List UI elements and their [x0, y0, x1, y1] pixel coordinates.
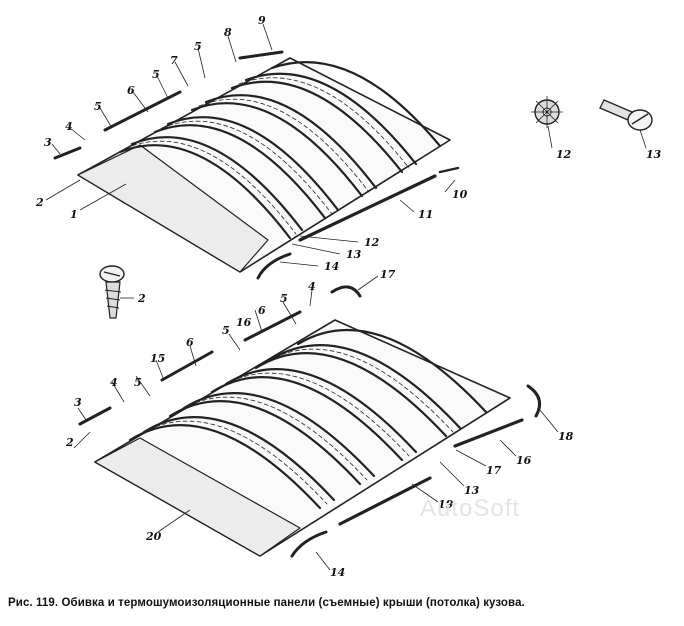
callout-11: 11	[418, 208, 433, 221]
callout-5: 5	[222, 324, 230, 337]
fastener-screw-13	[599, 99, 653, 131]
callout-6: 6	[127, 84, 135, 97]
callout-15: 15	[150, 352, 165, 365]
callout-18: 18	[558, 430, 574, 443]
callout-1: 1	[70, 208, 78, 221]
callout-4: 4	[110, 376, 118, 389]
callout-2: 2	[35, 196, 44, 209]
fastener-screw-2	[99, 265, 125, 319]
callout-4: 4	[65, 120, 73, 133]
callout-5: 5	[152, 68, 160, 81]
callout-5: 5	[94, 100, 102, 113]
callout-10: 10	[452, 188, 468, 201]
callout-5: 5	[280, 292, 288, 305]
callout-6: 6	[258, 304, 266, 317]
bottom-roof-panel-assembly	[78, 285, 542, 558]
callout-17: 17	[380, 268, 396, 281]
callout-13: 13	[346, 248, 362, 261]
callout-4: 4	[308, 280, 316, 293]
top-roof-panel-assembly	[53, 50, 460, 280]
callout-16: 16	[236, 316, 252, 329]
fastener-nut-12	[531, 96, 563, 128]
leader-lines	[45, 23, 647, 571]
callout-17: 17	[486, 464, 502, 477]
callout-labels: 9 8 5 7 5 6 5 4 3 2 1 10 11 12 13 14 12 …	[35, 14, 662, 579]
callout-14: 14	[330, 566, 345, 579]
callout-14: 14	[324, 260, 339, 273]
callout-2: 2	[65, 436, 74, 449]
callout-2: 2	[137, 292, 146, 305]
callout-9: 9	[258, 14, 266, 27]
callout-5: 5	[194, 40, 202, 53]
callout-5: 5	[134, 376, 142, 389]
callout-8: 8	[224, 26, 232, 39]
callout-6: 6	[186, 336, 194, 349]
figure-caption: Рис. 119. Обивка и термошумоизоляционные…	[8, 597, 525, 609]
callout-19: 19	[438, 498, 454, 511]
callout-20: 20	[145, 530, 162, 543]
callout-13: 13	[646, 148, 662, 161]
callout-12: 12	[556, 148, 572, 161]
callout-3: 3	[44, 136, 52, 149]
callout-3: 3	[74, 396, 82, 409]
watermark: AutoSoft	[420, 495, 521, 522]
callout-7: 7	[170, 54, 178, 67]
callout-12: 12	[364, 236, 380, 249]
callout-16: 16	[516, 454, 532, 467]
callout-13: 13	[464, 484, 480, 497]
